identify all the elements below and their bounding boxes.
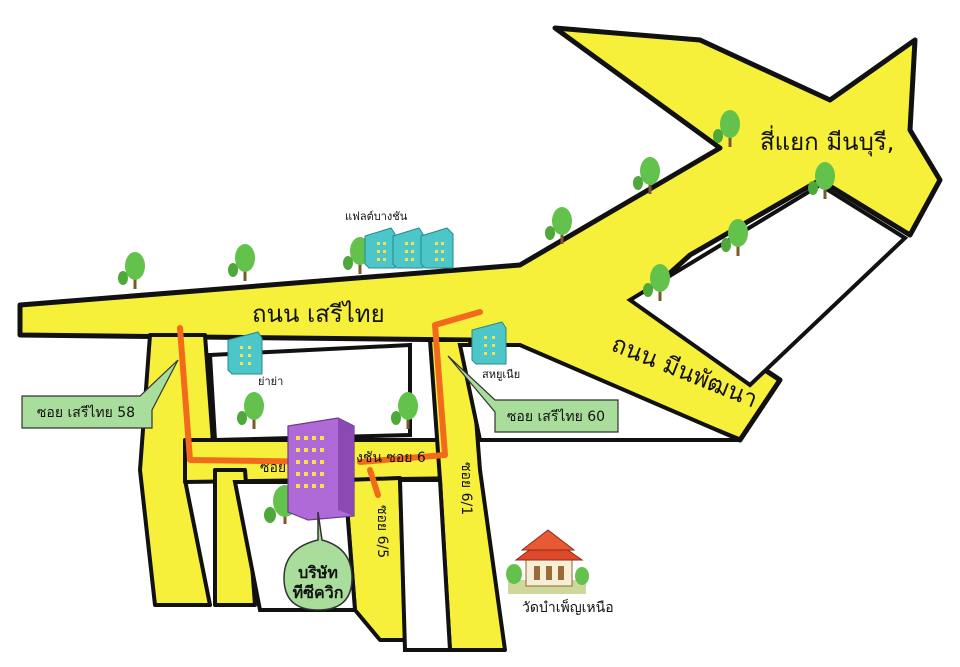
company-building-icon [287,417,355,521]
label-soi-6-right: งชัน ซอย 6 [356,450,426,466]
tag-soi-58: ซอย เสรีไทย 58 [21,359,179,429]
tree-icon [391,392,418,429]
tree-icon [237,392,264,429]
tree-icon [643,264,670,301]
label-yaya: ย่าย่า [258,375,283,388]
tree-icon [721,219,748,256]
label-soi-6-1: ซอย 6/1 [458,462,474,515]
block-4 [397,478,453,652]
building-icon [471,321,507,365]
tree-icon [808,162,835,199]
label-soi-6-5: ซอย 6/5 [374,505,390,558]
label-sahayunia: สหยูเนีย [482,368,520,381]
route-line-soi-6-5 [367,467,381,498]
tag-soi-60: ซอย เสรีไทย 60 [447,355,619,433]
tree-icon [118,252,145,289]
tree-icon [633,157,660,194]
label-company-line2: ทีซีควิก [293,583,344,602]
tree-icon [545,207,572,244]
tag-company: บริษัท ทีซีควิก [283,511,353,611]
label-main-road: ถนน เสรีไทย [252,300,385,328]
label-soi-60: ซอย เสรีไทย 60 [507,408,605,425]
label-soi-58: ซอย เสรีไทย 58 [37,404,135,421]
tree-icon [713,110,740,147]
road-soi-58 [138,333,217,607]
label-temple: วัดบำเพ็ญเหนือ [522,598,614,616]
route-line [177,309,483,465]
label-minburi-junction: สี่แยก มีนบุรี, [760,125,894,157]
label-soi-6-left: ซอย [260,460,286,476]
temple-icon [506,529,589,594]
building-icon [227,331,263,375]
label-company-line1: บริษัท [298,563,338,582]
building-icon [364,227,454,269]
tree-icon [228,244,255,281]
label-flat: แฟลต์บางชัน [345,210,408,223]
block-ne [626,182,909,388]
